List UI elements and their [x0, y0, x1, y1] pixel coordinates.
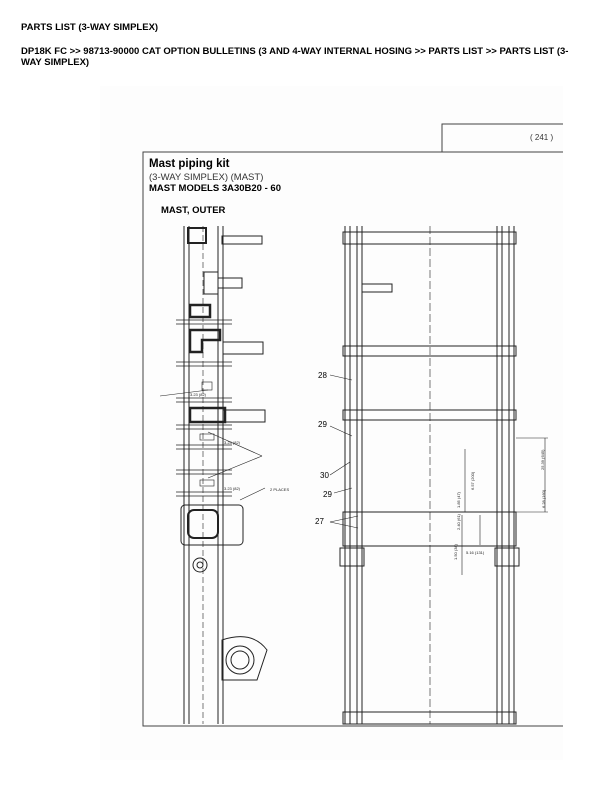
breadcrumb: DP18K FC >> 98713-90000 CAT OPTION BULLE…	[21, 46, 569, 68]
dimension-label: 3.23 (82)	[190, 392, 207, 397]
dimension-label: 2.40 (61)	[456, 513, 461, 530]
dimension-label: 1.85 (47)	[456, 491, 461, 508]
page-title: PARTS LIST (3-WAY SIMPLEX)	[21, 22, 159, 33]
callout-28: 28	[318, 371, 327, 380]
dimension-label: 2 PLACES	[270, 487, 290, 492]
callout-29: 29	[318, 420, 327, 429]
callout-30: 30	[320, 471, 329, 480]
dimension-label: 6.28 (160)	[541, 489, 546, 508]
drawing-title: Mast piping kit	[149, 158, 230, 170]
section-label: MAST, OUTER	[161, 205, 226, 216]
dimension-label: 6.57 (200)	[470, 471, 475, 490]
dimension-label: 3.23 (82)	[224, 486, 241, 491]
page-number-box	[441, 123, 563, 152]
page-number: ( 241 )	[530, 133, 554, 142]
drawing-frame	[142, 151, 563, 727]
outer-mast-side-view	[159, 226, 268, 724]
callout-29-lower: 29	[323, 490, 332, 499]
drawing-sheet	[100, 86, 563, 760]
outer-mast-front-view	[329, 226, 548, 725]
dimension-label: 3.23 (82)	[224, 440, 241, 445]
dimension-label: 25.39 (645)	[540, 449, 545, 470]
callout-27: 27	[315, 517, 324, 526]
dimension-label: 1.50 (38)	[453, 543, 458, 560]
drawing-models: MAST MODELS 3A30B20 - 60	[149, 183, 281, 194]
dimension-label: 5.16 (131)	[466, 550, 485, 555]
drawing-subtitle: (3-WAY SIMPLEX) (MAST)	[149, 172, 264, 183]
